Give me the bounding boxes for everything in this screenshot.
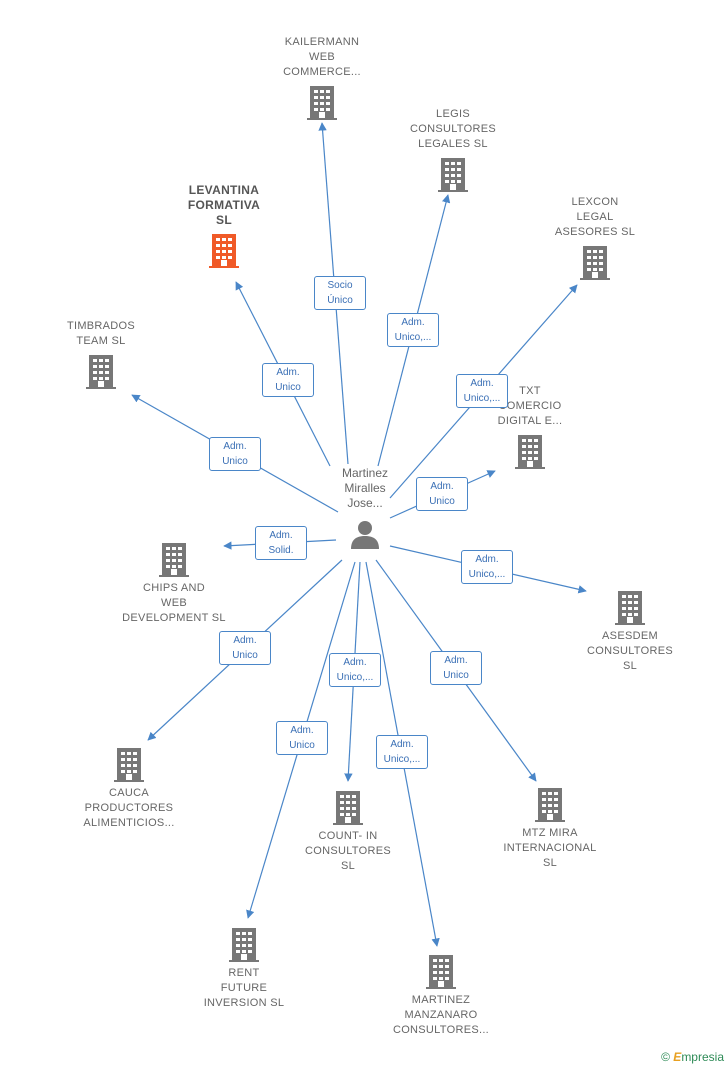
edge-label-line: Adm. xyxy=(276,367,300,378)
person-icon xyxy=(351,521,379,549)
edge-label-line: Adm. xyxy=(223,441,247,452)
edge-label-chips[interactable]: Adm. Solid. xyxy=(255,526,307,560)
edge-label-cauca[interactable]: Adm. Unico xyxy=(219,631,271,665)
building-icon xyxy=(515,435,545,469)
brand-logo-text: mpresia xyxy=(681,1050,724,1064)
building-icon xyxy=(159,543,189,577)
edge-label-line: Adm. xyxy=(390,739,414,750)
edge-label-line: Socio xyxy=(327,280,353,291)
edge-label-line: Unico xyxy=(222,456,248,467)
building-icon xyxy=(580,246,610,280)
edge-label-lexcon[interactable]: Adm. Unico,... xyxy=(456,374,508,408)
edge-label-line: Unico,... xyxy=(468,569,506,580)
building-icon xyxy=(86,355,116,389)
copyright-symbol: © xyxy=(661,1050,670,1064)
brand-footer: © Empresia xyxy=(661,1050,724,1064)
edge-label-countin[interactable]: Adm. Unico,... xyxy=(329,653,381,687)
edge-label-asesdem[interactable]: Adm. Unico,... xyxy=(461,550,513,584)
edge-label-line: Unico xyxy=(232,650,258,661)
edge-label-line: Unico xyxy=(443,670,469,681)
edge-label-line: Unico,... xyxy=(383,754,421,765)
edge-label-line: Unico,... xyxy=(463,393,501,404)
edge-label-levantina[interactable]: Adm. Unico xyxy=(262,363,314,397)
edge-label-line: Unico xyxy=(275,382,301,393)
edge-label-line: Unico xyxy=(429,496,455,507)
edge-label-line: Solid. xyxy=(268,545,294,556)
edge-label-line: Único xyxy=(327,295,353,306)
edge-label-line: Unico,... xyxy=(394,332,432,343)
building-icon xyxy=(615,591,645,625)
building-icon xyxy=(114,748,144,782)
building-icon xyxy=(535,788,565,822)
edge-label-line: Adm. xyxy=(269,530,293,541)
building-icon xyxy=(209,234,239,268)
building-icon xyxy=(426,955,456,989)
edge-label-line: Unico xyxy=(289,740,315,751)
edge-label-txt[interactable]: Adm. Unico xyxy=(416,477,468,511)
building-icon xyxy=(333,791,363,825)
edge-label-line: Adm. xyxy=(444,655,468,666)
edge-label-line: Adm. xyxy=(430,481,454,492)
building-icon xyxy=(438,158,468,192)
edge-label-line: Adm. xyxy=(233,635,257,646)
edge-label-line: Adm. xyxy=(290,725,314,736)
edge-label-line: Adm. xyxy=(401,317,425,328)
edge-label-martinez[interactable]: Adm. Unico,... xyxy=(376,735,428,769)
edge-label-line: Adm. xyxy=(470,378,494,389)
edge-label-legis[interactable]: Adm. Unico,... xyxy=(387,313,439,347)
edge-label-line: Unico,... xyxy=(336,672,374,683)
brand-logo-initial: E xyxy=(673,1050,682,1064)
building-icon xyxy=(307,86,337,120)
edge-label-mtz[interactable]: Adm. Unico xyxy=(430,651,482,685)
edge-label-line: Adm. xyxy=(343,657,367,668)
edge-label-line: Adm. xyxy=(475,554,499,565)
building-icon xyxy=(229,928,259,962)
edge-label-rent[interactable]: Adm. Unico xyxy=(276,721,328,755)
edge-label-timbrados[interactable]: Adm. Unico xyxy=(209,437,261,471)
person-name: Martinez Miralles Jose... xyxy=(341,466,388,510)
person-node[interactable]: Martinez Miralles Jose... xyxy=(305,466,425,551)
